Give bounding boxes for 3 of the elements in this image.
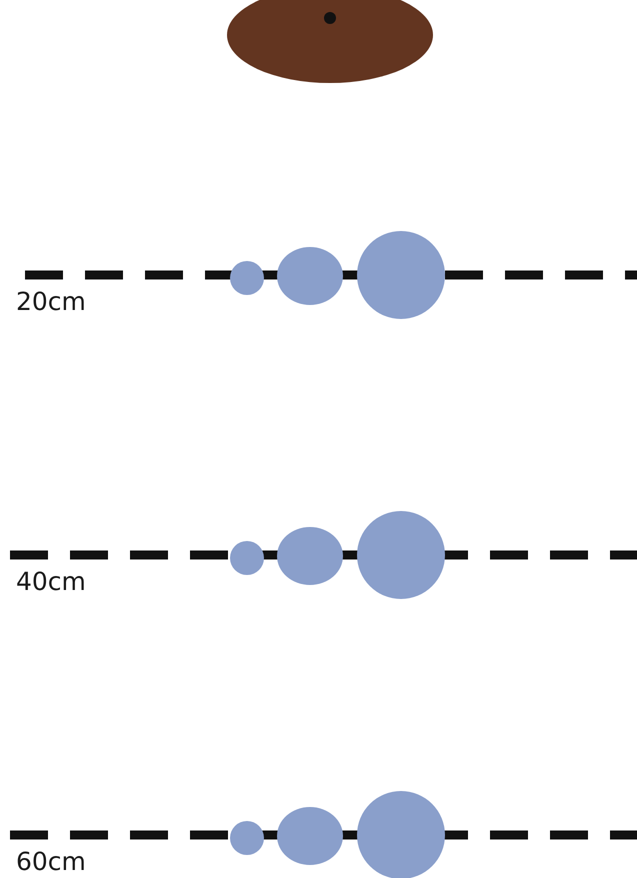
distance-label: 20cm — [16, 289, 86, 314]
distance-label: 40cm — [16, 569, 86, 594]
distance-label: 60cm — [16, 849, 86, 874]
